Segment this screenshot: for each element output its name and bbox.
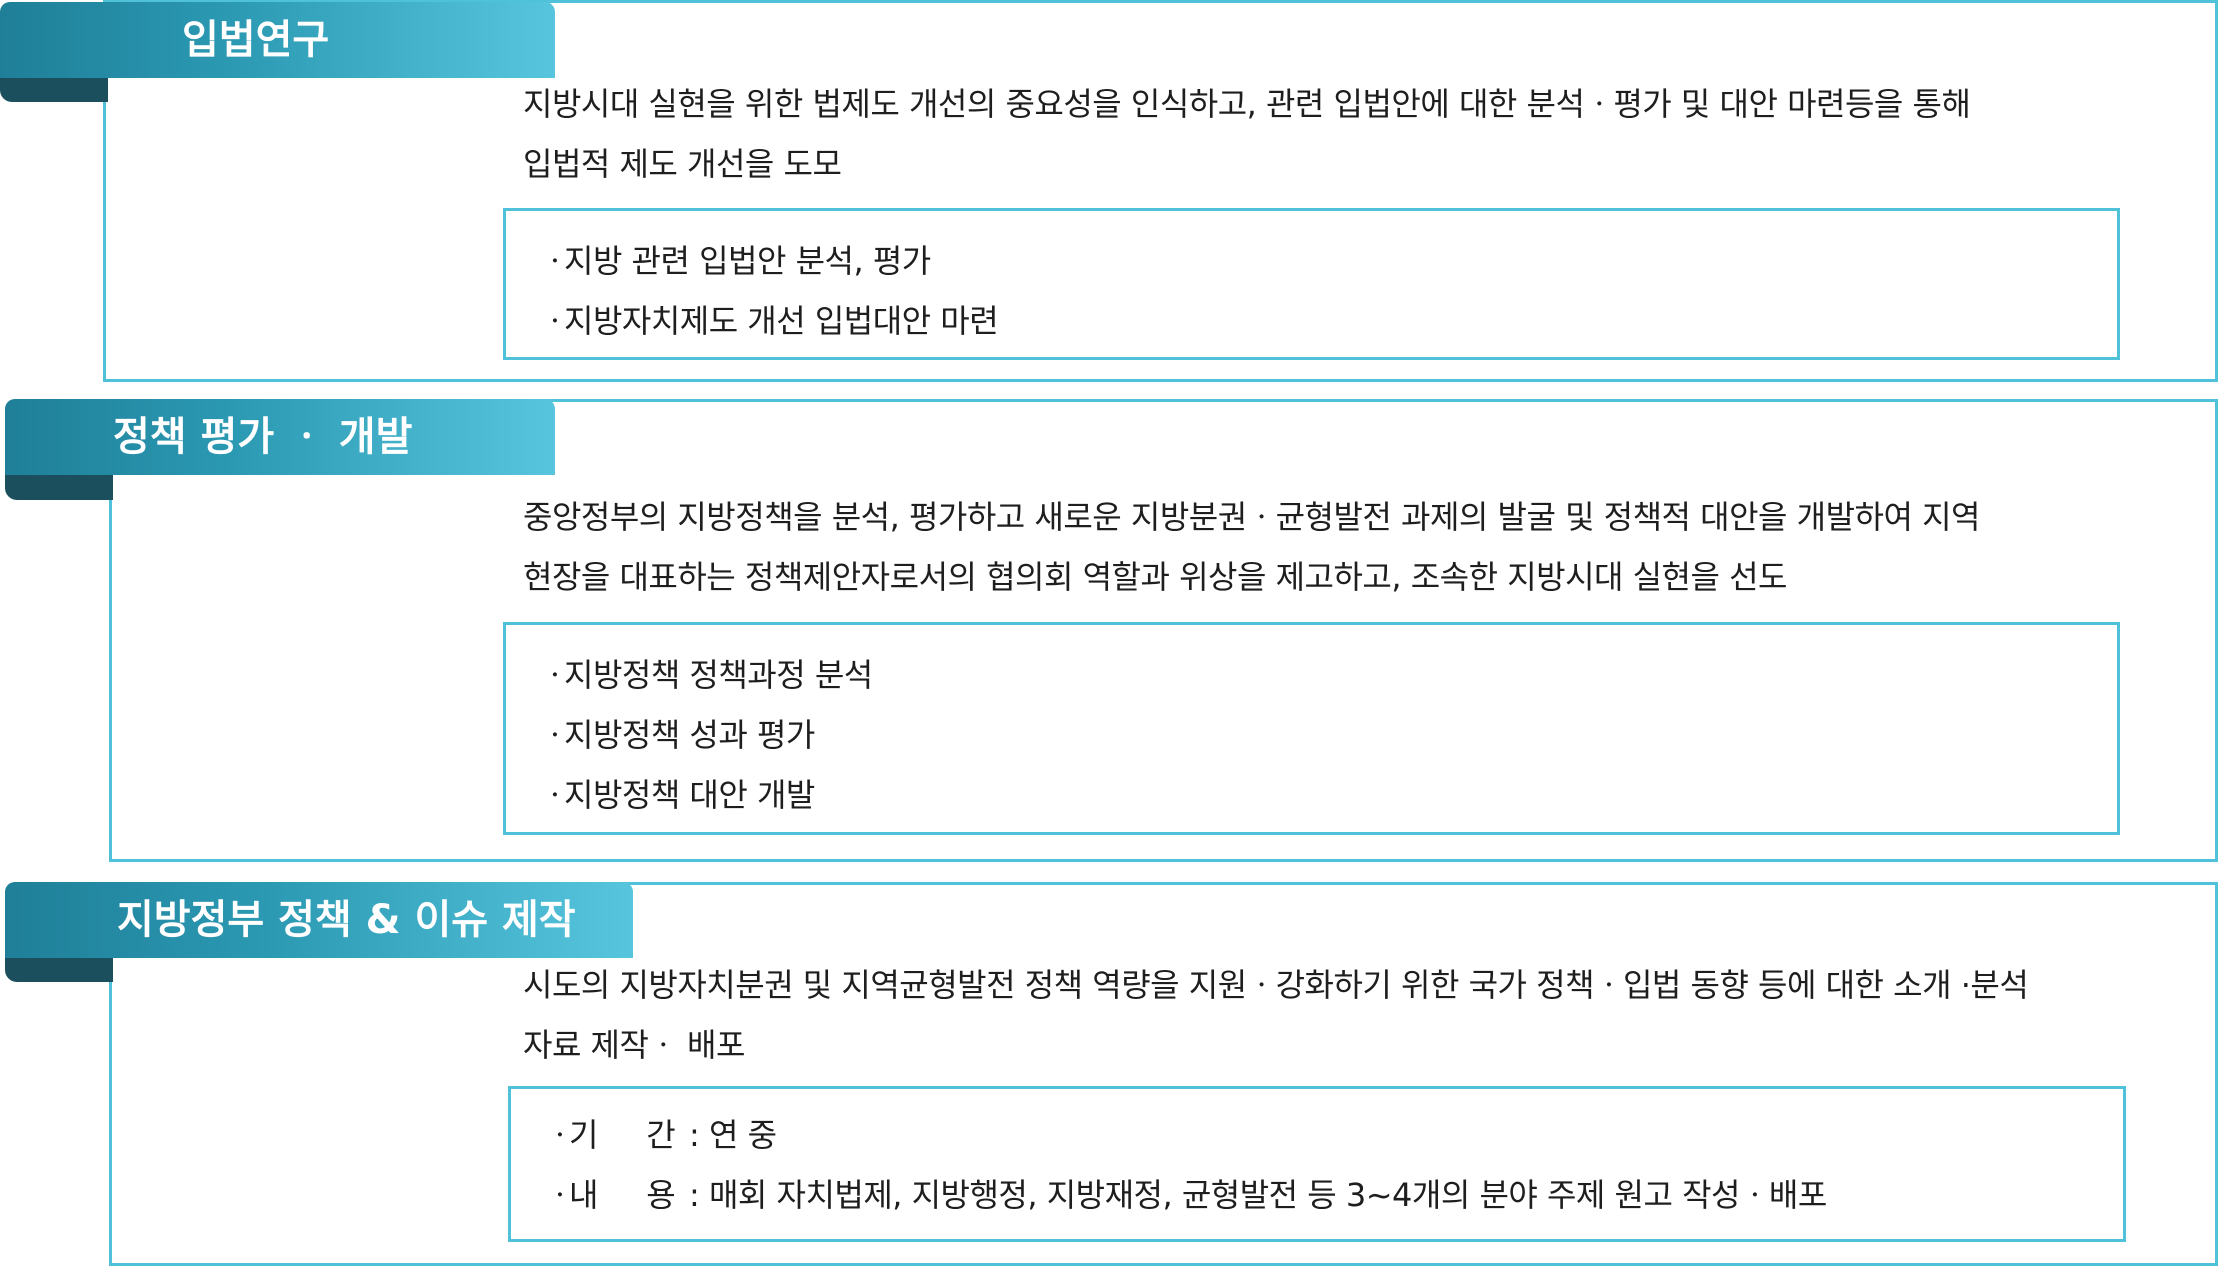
bullet-mark: ㆍ [540, 716, 569, 754]
bullet-item: ㆍ지방정책 대안 개발 [540, 765, 815, 825]
bullet-item: ㆍ지방정책 정책과정 분석 [540, 645, 873, 705]
section-title-text: 정책 평가 ㆍ 개발 [113, 414, 413, 460]
bullet-text: 지방정책 정책과정 분석 [564, 656, 873, 694]
section-title-text: 입법연구 [182, 17, 330, 63]
bullet-item: ㆍ지방정책 성과 평가 [540, 705, 815, 765]
bullet-item: ㆍ지방 관련 입법안 분석, 평가 [540, 231, 931, 291]
section-title: 지방정부 정책 & 이슈 제작 [5, 882, 633, 958]
description-line: 현장을 대표하는 정책제안자로서의 협의회 역할과 위상을 제고하고, 조속한 … [523, 558, 1787, 596]
bullet-mark: ㆍ [540, 776, 569, 814]
bullet-box: ㆍ지방정책 정책과정 분석 ㆍ지방정책 성과 평가 ㆍ지방정책 대안 개발 [503, 622, 2120, 835]
section-description: 중앙정부의 지방정책을 분석, 평가하고 새로운 지방분권ㆍ균형발전 과제의 발… [523, 487, 1980, 607]
detail-key: 내 용 [569, 1176, 676, 1214]
bullet-item: ㆍ지방자치제도 개선 입법대안 마련 [540, 291, 999, 351]
section-description: 지방시대 실현을 위한 법제도 개선의 중요성을 인식하고, 관련 입법안에 대… [523, 74, 1971, 194]
detail-value: : 매회 자치법제, 지방행정, 지방재정, 균형발전 등 3~4개의 분야 주… [689, 1176, 1827, 1214]
bullet-text: 지방정책 대안 개발 [564, 776, 815, 814]
bullet-box: ㆍ지방 관련 입법안 분석, 평가 ㆍ지방자치제도 개선 입법대안 마련 [503, 208, 2120, 360]
bullet-text: 지방자치제도 개선 입법대안 마련 [564, 302, 999, 340]
bullet-mark: ㆍ [540, 302, 569, 340]
bullet-text: 지방 관련 입법안 분석, 평가 [564, 242, 931, 280]
bullet-mark: ㆍ [540, 242, 569, 280]
bullet-mark: ㆍ [545, 1116, 574, 1154]
detail-item-period: ㆍ기 간 : 연 중 [545, 1105, 777, 1165]
section-title: 정책 평가 ㆍ 개발 [5, 399, 555, 475]
description-line: 입법적 제도 개선을 도모 [523, 145, 842, 183]
description-line: 시도의 지방자치분권 및 지역균형발전 정책 역량을 지원ㆍ강화하기 위한 국가… [523, 966, 2029, 1004]
detail-value: : 연 중 [689, 1116, 777, 1154]
bullet-mark: ㆍ [545, 1176, 574, 1214]
detail-item-content: ㆍ내 용 : 매회 자치법제, 지방행정, 지방재정, 균형발전 등 3~4개의 … [545, 1165, 1827, 1225]
description-line: 중앙정부의 지방정책을 분석, 평가하고 새로운 지방분권ㆍ균형발전 과제의 발… [523, 498, 1980, 536]
bullet-mark: ㆍ [540, 656, 569, 694]
bullet-box: ㆍ기 간: 연 중 ㆍ내 용: 매회 자치법제, 지방행정, 지방재정, 균형발… [508, 1086, 2126, 1242]
description-line: 자료 제작ㆍ 배포 [523, 1026, 745, 1064]
section-title: 입법연구 [0, 2, 555, 78]
description-line: 지방시대 실현을 위한 법제도 개선의 중요성을 인식하고, 관련 입법안에 대… [523, 85, 1971, 123]
bullet-text: 지방정책 성과 평가 [564, 716, 815, 754]
section-title-text: 지방정부 정책 & 이슈 제작 [117, 897, 576, 943]
section-description: 시도의 지방자치분권 및 지역균형발전 정책 역량을 지원ㆍ강화하기 위한 국가… [523, 955, 2029, 1075]
detail-key: 기 간 [569, 1116, 676, 1154]
